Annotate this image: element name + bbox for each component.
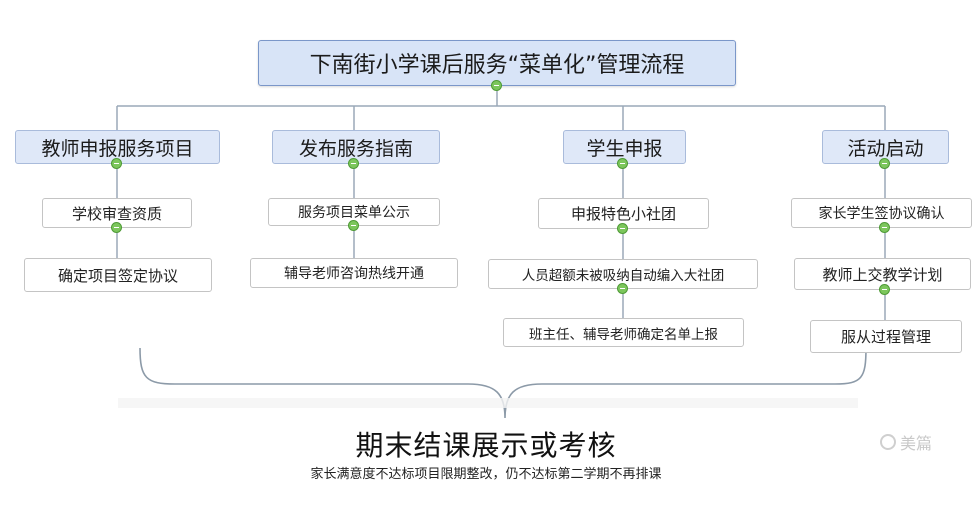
step-confirm-list: 班主任、辅导老师确定名单上报 — [503, 318, 744, 347]
collapse-icon[interactable] — [879, 284, 890, 295]
brace-shadow — [118, 398, 858, 408]
category-label: 学生申报 — [586, 137, 663, 160]
collapse-icon[interactable] — [111, 222, 122, 233]
step-process-management: 服从过程管理 — [810, 320, 962, 353]
watermark-logo-icon — [880, 434, 896, 450]
category-publish-guide: 发布服务指南 — [272, 130, 440, 164]
watermark: 美篇 — [880, 430, 932, 454]
step-label: 学校审查资质 — [71, 204, 162, 223]
collapse-icon[interactable] — [617, 158, 628, 169]
root-node: 下南街小学课后服务“菜单化”管理流程 — [258, 40, 736, 86]
root-title: 下南街小学课后服务“菜单化”管理流程 — [309, 53, 685, 78]
collapse-icon[interactable] — [111, 158, 122, 169]
category-label: 教师申报服务项目 — [41, 137, 194, 160]
summary-brace — [139, 347, 867, 419]
collapse-icon[interactable] — [617, 283, 628, 294]
step-label: 人员超额未被吸纳自动编入大社团 — [521, 268, 725, 284]
step-label: 确定项目签定协议 — [57, 266, 178, 285]
step-sign-agreement: 确定项目签定协议 — [24, 258, 212, 292]
step-hotline: 辅导老师咨询热线开通 — [250, 258, 458, 288]
collapse-icon[interactable] — [879, 222, 890, 233]
conclusion-title: 期末结课展示或考核 — [355, 429, 617, 462]
step-auto-assign: 人员超额未被吸纳自动编入大社团 — [488, 259, 758, 289]
watermark-text: 美篇 — [900, 434, 933, 453]
category-label: 活动启动 — [847, 137, 924, 160]
collapse-icon[interactable] — [617, 223, 628, 234]
conclusion-note: 家长满意度不达标项目限期整改，仍不达标第二学期不再排课 — [310, 467, 662, 482]
collapse-icon[interactable] — [491, 80, 502, 91]
step-teaching-plan: 教师上交教学计划 — [794, 258, 971, 290]
step-label: 辅导老师咨询热线开通 — [284, 266, 424, 282]
step-label: 家长学生签协议确认 — [818, 206, 945, 222]
collapse-icon[interactable] — [879, 158, 890, 169]
collapse-icon[interactable] — [348, 158, 359, 169]
category-label: 发布服务指南 — [298, 137, 413, 160]
step-label: 班主任、辅导老师确定名单上报 — [529, 326, 718, 343]
step-label: 服从过程管理 — [840, 328, 931, 346]
step-label: 申报特色小社团 — [570, 205, 676, 223]
step-label: 服务项目菜单公示 — [298, 205, 410, 221]
step-label: 教师上交教学计划 — [822, 265, 943, 284]
collapse-icon[interactable] — [348, 220, 359, 231]
